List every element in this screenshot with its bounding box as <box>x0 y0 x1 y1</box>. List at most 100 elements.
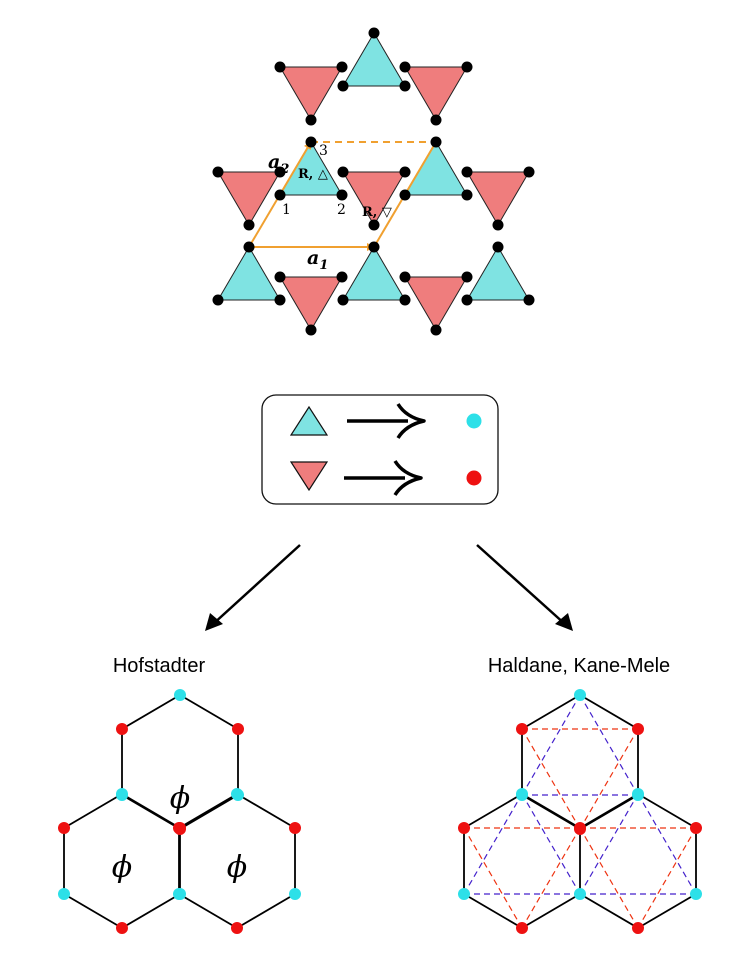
vector-a2-label: a2 <box>268 151 289 177</box>
lattice-site <box>274 166 286 178</box>
legend-arrow-bottom <box>344 460 423 496</box>
cyan-site <box>174 689 186 701</box>
lattice-site <box>212 166 224 178</box>
hofstadter-title: Hofstadter <box>113 655 206 677</box>
lattice-site <box>461 189 473 201</box>
vector-a1-label: a1 <box>307 247 328 273</box>
lattice-site <box>368 219 380 231</box>
down-triangle <box>279 276 343 331</box>
red-site <box>632 723 644 735</box>
honeycomb-sites <box>458 689 702 934</box>
cyan-site <box>458 888 470 900</box>
lattice-site <box>274 189 286 201</box>
red-site <box>289 822 301 834</box>
down-triangle <box>466 171 530 226</box>
nnn-hopping-blue <box>521 694 581 796</box>
down-triangle <box>404 276 468 331</box>
nnn-hopping-red <box>521 728 581 830</box>
honeycomb-bond <box>521 793 581 829</box>
honeycomb-bond <box>236 893 296 929</box>
honeycomb-bond <box>579 893 639 929</box>
honeycomb-bond <box>121 793 181 829</box>
legend-up-triangle <box>289 405 329 436</box>
haldane-kane-mele-title: Haldane, Kane-Mele <box>488 655 670 677</box>
red-site <box>58 822 70 834</box>
lattice-site <box>399 80 411 92</box>
red-site <box>173 822 185 834</box>
lattice-site <box>399 294 411 306</box>
red-site <box>116 723 128 735</box>
lattice-site <box>399 166 411 178</box>
honeycomb-sites <box>58 689 301 934</box>
up-triangle <box>404 141 468 196</box>
lattice-site <box>399 61 411 73</box>
cyan-site <box>231 788 243 800</box>
nnn-hopping-blue <box>579 694 639 796</box>
honeycomb-bond <box>121 893 181 929</box>
lattice-site <box>243 219 255 231</box>
honeycomb-bond <box>179 694 239 730</box>
cyan-site <box>116 788 128 800</box>
lattice-site <box>337 80 349 92</box>
cyan-site <box>173 888 185 900</box>
nnn-hopping-blue <box>521 793 581 895</box>
cyan-site <box>574 888 586 900</box>
lattice-site <box>430 114 442 126</box>
honeycomb-bond <box>521 893 581 929</box>
legend-arrow-top <box>347 403 426 439</box>
cyan-site <box>632 788 644 800</box>
lattice-site <box>430 324 442 336</box>
branch-arrow-right <box>476 544 573 631</box>
honeycomb-bond <box>579 793 639 829</box>
red-site-icon <box>466 470 482 486</box>
cyan-site <box>574 689 586 701</box>
flux-label-left: ϕ <box>112 850 132 885</box>
nnn-hopping-red <box>521 827 581 929</box>
lattice-site <box>212 294 224 306</box>
red-site <box>690 822 702 834</box>
flux-label-right: ϕ <box>227 850 247 885</box>
lattice-site <box>430 136 442 148</box>
lattice-site <box>523 166 535 178</box>
honeycomb-edges <box>63 694 296 929</box>
down-triangle <box>342 171 406 226</box>
cyan-site-icon <box>466 413 482 429</box>
nnn-hopping-red <box>637 827 697 929</box>
honeycomb-bond <box>463 893 523 929</box>
legend-box <box>261 394 499 505</box>
lattice-site <box>243 241 255 253</box>
lattice-site <box>337 294 349 306</box>
lattice-site <box>274 294 286 306</box>
cyan-site <box>58 888 70 900</box>
hofstadter-honeycomb: ϕ ϕ ϕ <box>58 689 301 934</box>
lattice-site <box>274 271 286 283</box>
red-site <box>458 822 470 834</box>
lattice-site <box>523 294 535 306</box>
lattice-site <box>336 271 348 283</box>
lattice-site <box>492 219 504 231</box>
mapping-legend <box>261 394 499 505</box>
nnn-hopping-blue <box>579 793 639 895</box>
cell-down-label: R, ▽ <box>362 205 392 220</box>
red-site <box>231 922 243 934</box>
honeycomb-bond <box>579 694 639 730</box>
nnn-hopping-red <box>579 728 639 830</box>
lattice-site <box>305 324 317 336</box>
nnn-hopping-red <box>579 827 639 929</box>
lattice-site <box>461 166 473 178</box>
honeycomb-bond <box>179 794 239 830</box>
honeycomb-bond <box>63 793 123 829</box>
cyan-site <box>516 788 528 800</box>
kagome-lattice: a2 a1 R, △ R, ▽ 1 2 3 <box>212 27 535 336</box>
down-triangle <box>217 171 281 226</box>
honeycomb-bond <box>637 793 697 829</box>
cyan-site <box>690 888 702 900</box>
lattice-site <box>336 189 348 201</box>
honeycomb-edges <box>463 694 697 929</box>
honeycomb-bond <box>178 893 238 929</box>
lattice-site <box>461 271 473 283</box>
honeycomb-bond <box>178 793 238 829</box>
nnn-hopping-blue <box>637 793 697 895</box>
site-1-label: 1 <box>282 202 291 218</box>
